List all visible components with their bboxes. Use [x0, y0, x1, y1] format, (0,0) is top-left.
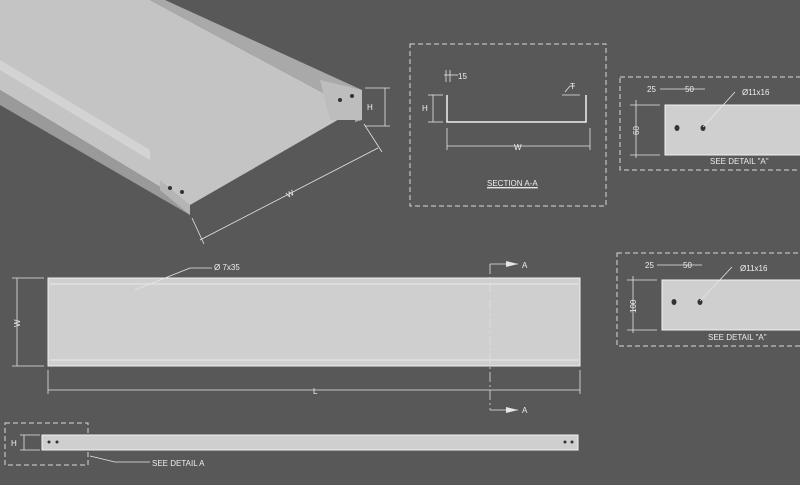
svg-text:L: L — [313, 387, 318, 396]
detail-frame — [619, 76, 800, 171]
side-view: H SEE DETAIL A — [4, 422, 579, 468]
width-dimension — [199, 147, 379, 241]
detail-caption: SEE DETAIL "A" — [708, 333, 767, 342]
tray-side — [41, 434, 579, 451]
height-label: H — [422, 104, 428, 113]
section-title: SECTION A-A — [487, 179, 538, 188]
slot-hole — [700, 125, 706, 131]
slot-hole — [697, 299, 703, 305]
hole-label: Ø11x16 — [740, 264, 768, 273]
hole — [350, 94, 354, 98]
svg-text:25: 25 — [645, 261, 654, 270]
tray-base — [0, 0, 355, 205]
detail-plate — [661, 279, 800, 331]
thickness-label: T — [570, 82, 575, 91]
detail-plate — [664, 104, 800, 156]
svg-text:25: 25 — [647, 85, 656, 94]
lip-label: 15 — [458, 72, 467, 81]
detail-leader — [89, 455, 150, 463]
arrow-icon — [506, 407, 518, 413]
svg-text:A: A — [522, 261, 528, 270]
slot-hole — [674, 125, 680, 131]
section-a-a: 15 H T W SECTION A-A — [409, 43, 607, 207]
svg-text:50: 50 — [685, 85, 694, 94]
height-label: H — [367, 103, 373, 112]
svg-text:100: 100 — [629, 299, 638, 313]
svg-text:H: H — [11, 439, 17, 448]
hole-label: Ø 7x35 — [214, 263, 240, 272]
svg-text:A: A — [522, 406, 528, 415]
svg-text:60: 60 — [632, 126, 641, 135]
arrow-icon — [506, 261, 518, 267]
detail-caption: SEE DETAIL "A" — [710, 157, 769, 166]
hole — [338, 98, 342, 102]
width-label: W — [514, 143, 522, 152]
detail-ref-label: SEE DETAIL A — [152, 459, 205, 468]
section-frame — [409, 43, 607, 207]
section-profile — [446, 95, 587, 123]
plan-view: Ø 7x35 W L A A — [12, 261, 581, 415]
hole-label: Ø11x16 — [742, 88, 770, 97]
svg-text:W: W — [13, 319, 22, 327]
svg-text:50: 50 — [683, 261, 692, 270]
tray-edge — [0, 90, 190, 215]
detail-a-100: 25 50 Ø11x16 100 SEE DETAIL "A" — [616, 252, 800, 347]
isometric-view: W H — [0, 0, 390, 245]
tray-plan — [47, 277, 581, 367]
detail-frame — [616, 252, 800, 347]
hole — [168, 186, 172, 190]
width-label: W — [285, 188, 296, 200]
slot-hole — [671, 299, 677, 305]
detail-a-60: 25 50 Ø11x16 60 SEE DETAIL "A" — [619, 76, 800, 171]
hole-leader — [134, 267, 191, 291]
hole — [180, 190, 184, 194]
